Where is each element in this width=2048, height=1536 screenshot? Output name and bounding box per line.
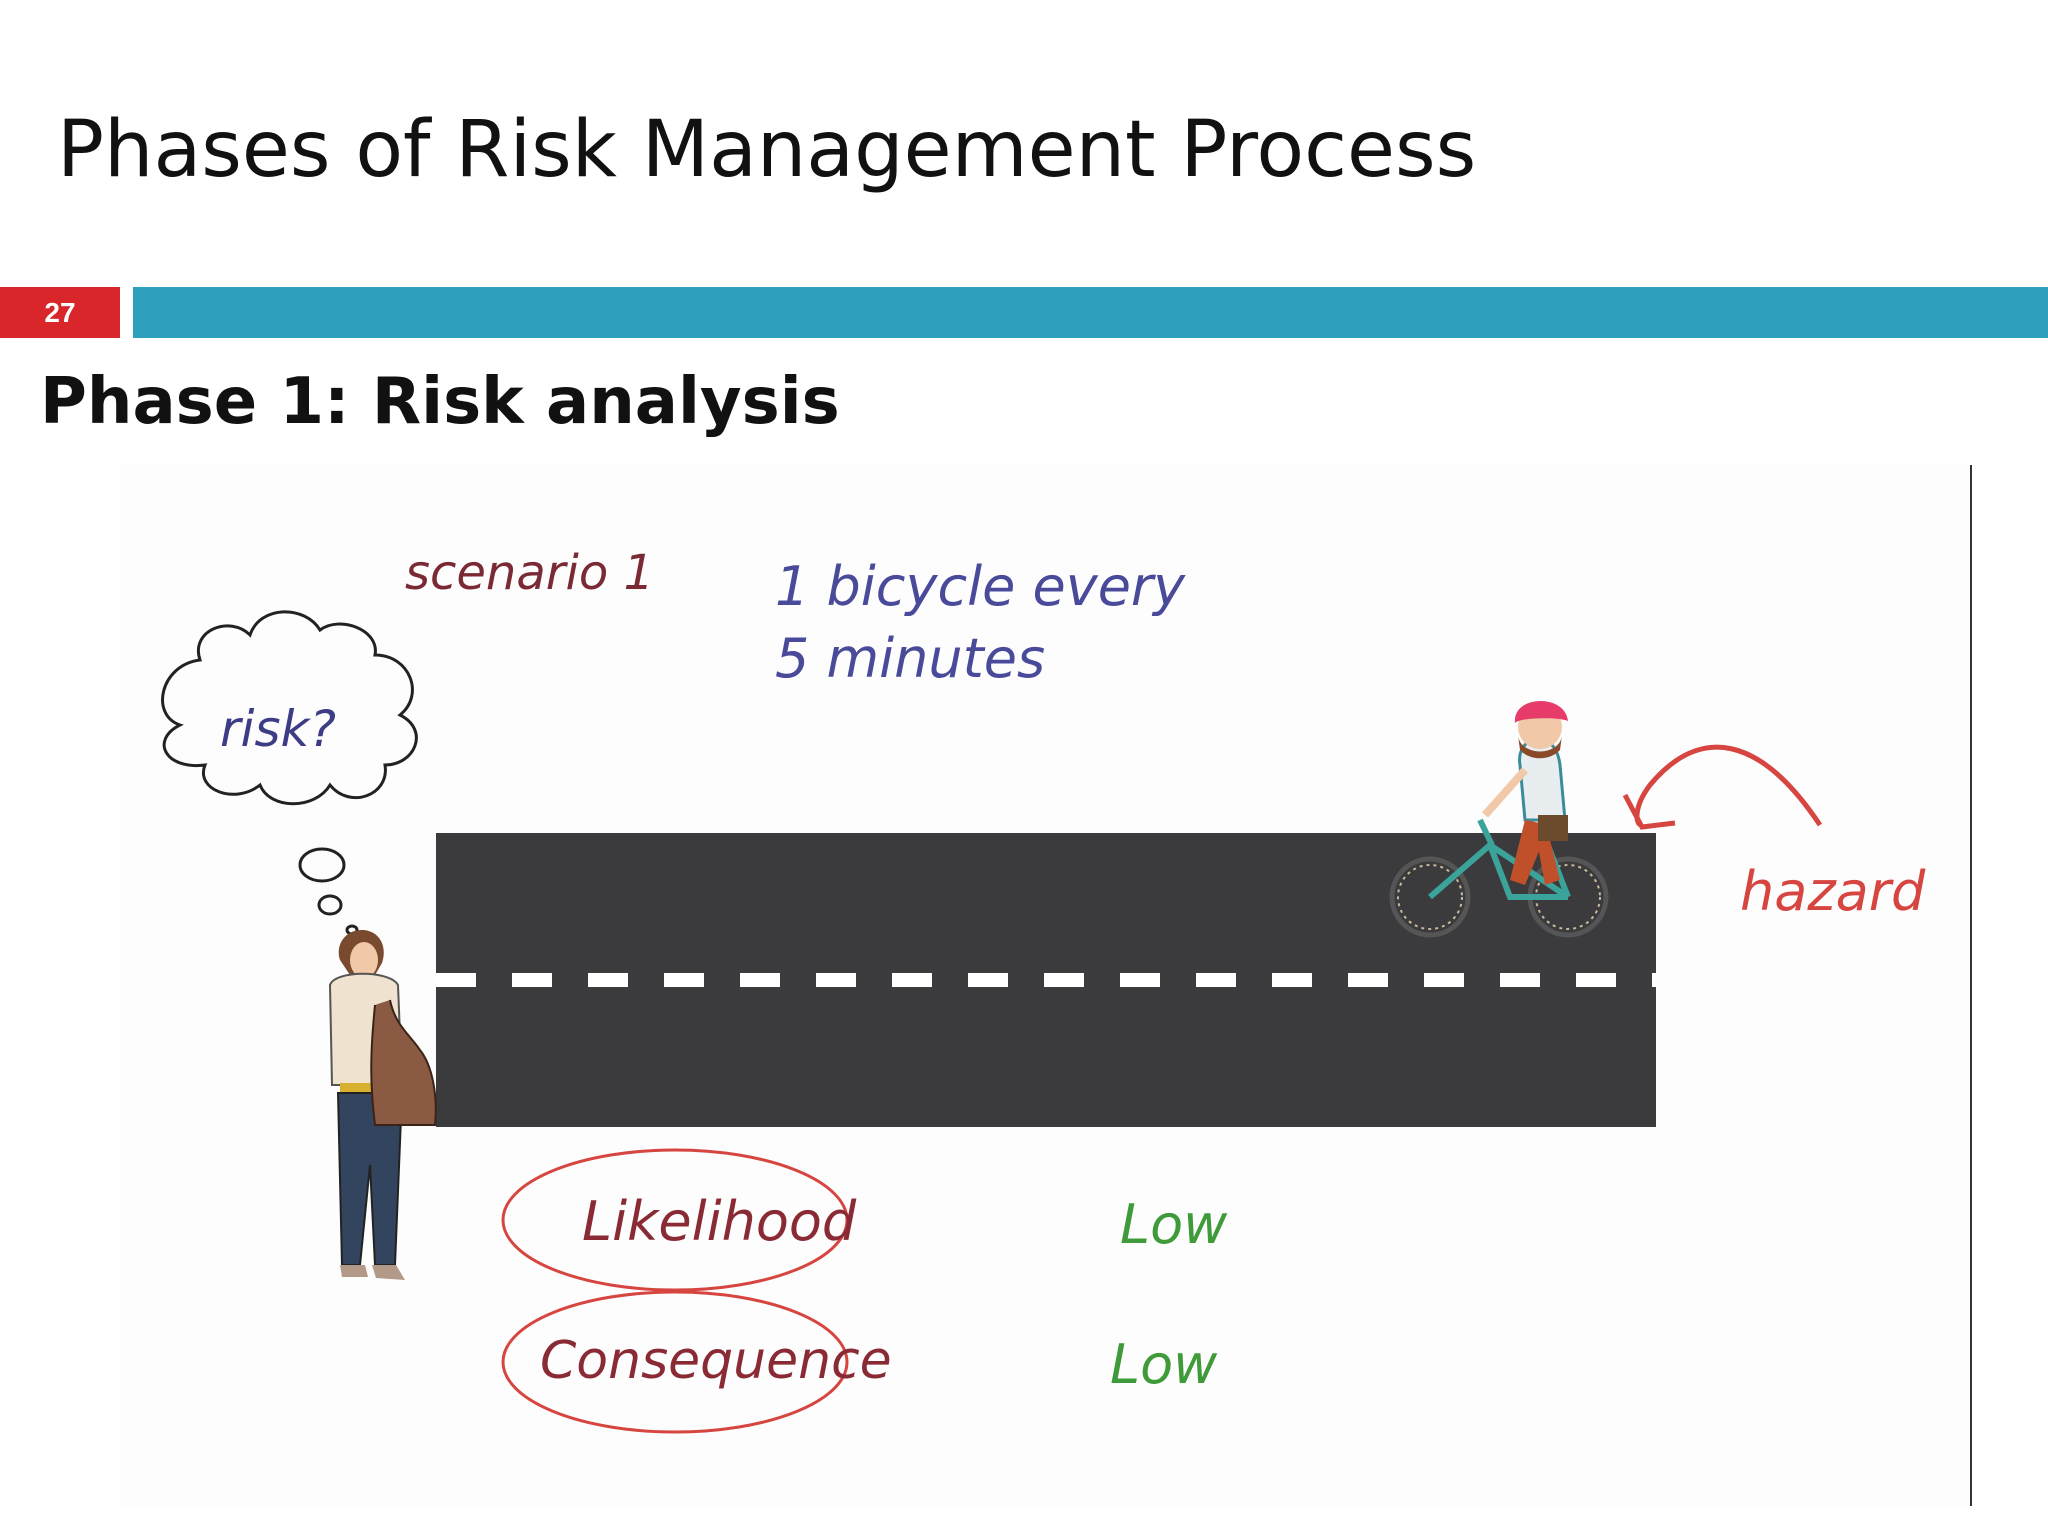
scenario-label: scenario 1 [405,545,654,601]
risk-scenario-illustration: scenario 1 1 bicycle every 5 minutes ris… [120,465,1972,1506]
consequence-value: Low [1110,1333,1218,1396]
thought-bubble-icon [161,610,418,936]
thought-risk-text: risk? [220,700,336,758]
likelihood-oval [501,1148,849,1292]
phase-subtitle: Phase 1: Risk analysis [40,365,840,439]
cyclist-icon [1389,700,1609,938]
title-accent-bar [133,287,2048,338]
consequence-oval [501,1290,849,1434]
consequence-label: Consequence [540,1331,892,1391]
pedestrian-woman-icon [328,930,437,1280]
illustration-drawing [161,610,1823,1434]
slide-number: 27 [0,287,120,338]
likelihood-label: Likelihood [582,1190,857,1253]
slide-title: Phases of Risk Management Process [57,105,1477,195]
frequency-line-1: 1 bicycle every [775,555,1186,618]
hazard-label: hazard [1740,860,1926,923]
likelihood-value: Low [1120,1193,1228,1256]
hazard-arrow-icon [1634,744,1823,827]
frequency-line-2: 5 minutes [775,627,1046,690]
